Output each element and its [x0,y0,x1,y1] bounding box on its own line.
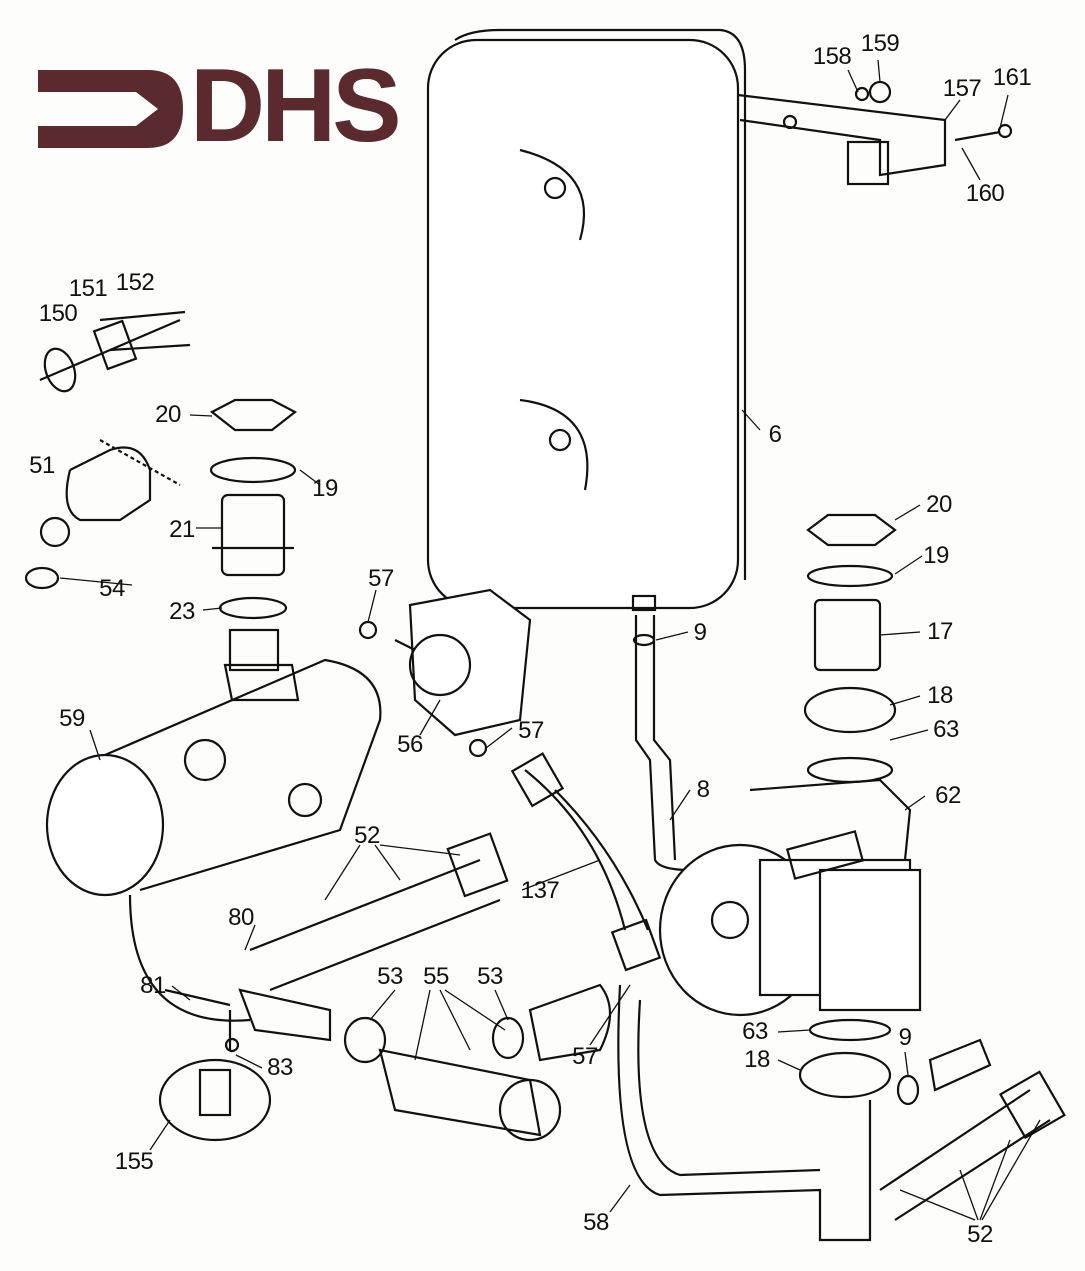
mounting-bracket [737,80,1013,186]
part-label-158: 158 [812,43,852,70]
part-label-52: 52 [354,822,380,849]
part-label-18: 18 [927,682,953,709]
heater-body [45,658,382,1022]
part-label-57: 57 [518,717,544,744]
part-label-62: 62 [935,782,961,809]
fitting-52-left [249,832,509,992]
logo-text: DHS [190,48,402,164]
left-union-stack [209,398,300,702]
fitting-52-right [879,1070,1066,1221]
part-label-9: 9 [898,1024,912,1051]
part-label-53: 53 [477,963,503,990]
part-label-160: 160 [965,180,1005,207]
part-label-161: 161 [992,64,1032,91]
part-label-20: 20 [926,491,952,518]
part-label-59: 59 [59,705,85,732]
pipe-8 [632,615,691,872]
hose-137 [510,752,662,972]
washer-9 [896,1038,992,1106]
part-label-23: 23 [169,598,195,625]
part-label-57: 57 [368,565,394,592]
part-label-55: 55 [423,963,449,990]
part-label-81: 81 [140,972,166,999]
part-label-9: 9 [693,619,707,646]
part-label-20: 20 [155,401,181,428]
part-label-159: 159 [860,30,900,57]
part-label-8: 8 [696,776,710,803]
part-label-51: 51 [29,452,55,479]
part-label-80: 80 [228,904,254,931]
leader-lines [59,59,1041,1221]
pipe-58 [617,984,872,1242]
part-label-57: 57 [572,1043,598,1070]
part-label-6: 6 [768,421,782,448]
part-label-21: 21 [169,516,195,543]
part-label-52: 52 [967,1221,993,1248]
part-label-19: 19 [312,475,338,502]
part-label-157: 157 [942,75,982,102]
circulating-pump [658,778,922,1017]
logo-arrow-icon [38,70,183,148]
dhs-logo: DHS [28,54,402,158]
part-label-54: 54 [99,575,125,602]
solenoid-valve [358,588,532,758]
part-label-63: 63 [742,1018,768,1045]
part-label-56: 56 [397,731,423,758]
part-label-83: 83 [267,1054,293,1081]
fitting-80 [158,988,332,1142]
part-label-151: 151 [68,275,108,302]
part-label-63: 63 [933,716,959,743]
part-label-155: 155 [114,1148,154,1175]
part-label-152: 152 [115,269,155,296]
expansion-vessel [426,28,747,612]
part-label-17: 17 [927,618,953,645]
part-label-150: 150 [38,300,78,327]
part-label-19: 19 [923,542,949,569]
part-label-53: 53 [377,963,403,990]
pressure-relief-valve [24,439,181,590]
fitting-55 [343,983,611,1142]
part-label-18: 18 [744,1046,770,1073]
part-label-137: 137 [520,877,560,904]
part-label-58: 58 [583,1209,609,1236]
compression-fitting [39,310,191,393]
